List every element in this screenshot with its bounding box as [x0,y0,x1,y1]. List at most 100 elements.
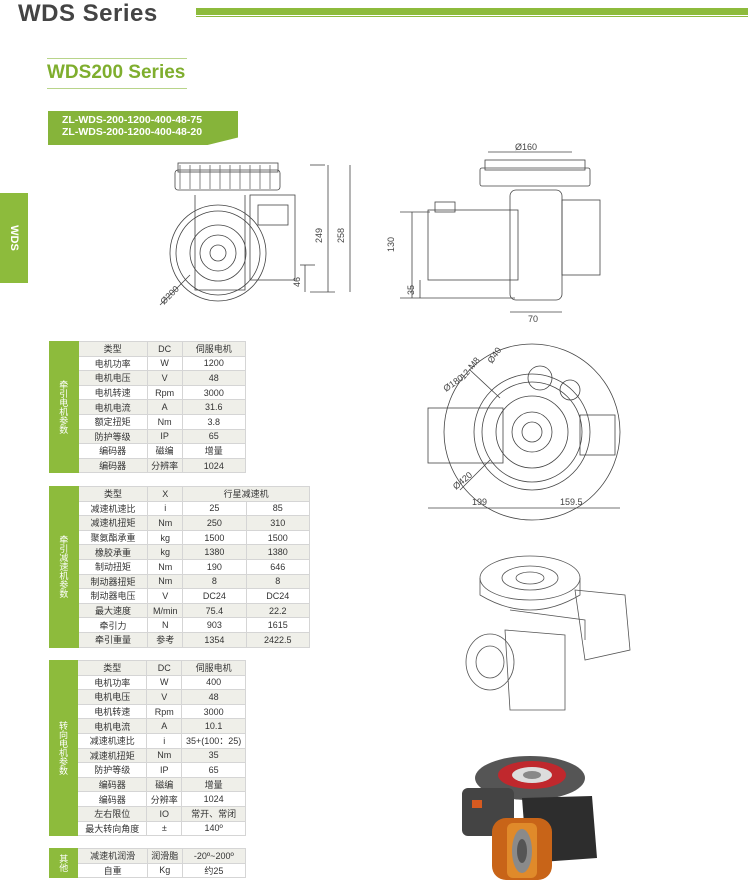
table-cell: M/min [147,602,184,619]
table-cell: 类型 [77,486,149,502]
table-cell: 65 [181,428,247,445]
table-cell: 10.1 [181,718,246,734]
table-cell: 1500 [245,529,311,546]
table-cell: 增量 [181,443,247,459]
table-cell: 防护等级 [77,428,148,445]
table-cell: 646 [245,558,311,575]
table-cell: 参考 [147,631,184,648]
table-cell: A [146,718,183,734]
table-cell: 65 [181,762,246,778]
table-cell: 润滑脂 [146,848,183,864]
table-cell: 自重 [77,862,148,879]
table-cell: DC [146,660,183,676]
title-accent-line [196,16,748,17]
dim-249: 249 [314,228,324,243]
table-cell: 最大速度 [77,602,149,619]
dim-70: 70 [528,314,538,324]
table-cell: 3000 [181,384,247,401]
table-cell: 1615 [245,617,311,633]
table-cell: i [147,500,184,517]
table-section-label: 牵引减速机参数 [49,486,79,648]
table-section-label: 转向电机参数 [48,659,79,837]
table-cell: Rpm [146,703,183,720]
table-cell: 1354 [182,631,247,648]
dim-199: 199 [472,497,487,507]
table-cell: 48 [181,370,247,386]
dim-d160: Ø160 [515,142,537,152]
table-cell: V [146,370,183,386]
table-cell: 减速机扭矩 [77,747,148,764]
table-cell: 牵引重量 [77,631,149,648]
isometric-drawing [465,555,631,711]
table-cell: Nm [146,747,183,764]
table-cell: 制动器扭矩 [77,573,149,590]
table-cell: 电机电流 [77,718,148,734]
table-cell: 磁编 [146,443,183,459]
model-title: WDS200 Series [47,62,186,83]
product-photo [462,756,597,880]
table-cell: 1500 [182,529,247,546]
model-code: ZL-WDS-200-1200-400-48-75 [62,114,203,126]
table-cell: 1380 [245,544,311,560]
table-cell: 编码器 [77,457,148,474]
table-cell: 3.8 [181,413,247,430]
table-cell: 31.6 [181,399,247,415]
table-cell: 聚氨酯承重 [77,529,149,546]
table-cell: 1200 [181,355,247,372]
table-cell: 常开、常闭 [181,805,246,822]
table-cell: 磁编 [146,776,183,793]
table-cell: 1024 [181,457,247,474]
table-cell: 防护等级 [77,762,148,778]
table-cell: 最大转向角度 [77,820,148,837]
table-section-label: 其他 [48,847,79,879]
table-cell: IO [146,805,183,822]
table-cell: 75.4 [182,602,247,619]
side-view-drawing: 249 258 46 Ø200 [158,162,351,306]
table-cell: 2422.5 [245,631,311,648]
table-cell: 35 [181,747,246,764]
table-cell: 电机功率 [77,674,148,691]
table-cell: 1380 [182,544,247,560]
table-cell: 电机电压 [77,689,148,705]
table-cell: 编码器 [77,443,148,459]
table-cell: 85 [245,500,311,517]
table-row: 最大转向角度±140º [50,820,246,837]
table-cell: W [146,355,183,372]
table-cell: N [147,617,184,633]
table-cell: 增量 [181,776,246,793]
table-cell: 25 [182,500,247,517]
table-cell: 编码器 [77,776,148,793]
table-cell: ± [146,820,183,837]
table-cell: Nm [147,573,184,590]
table-cell: Nm [147,515,184,531]
table-cell: DC24 [245,588,311,604]
table-cell: 140º [181,820,246,837]
table-cell: 约25 [181,862,247,879]
table-cell: 类型 [77,341,148,357]
table-cell: 行星减速机 [182,486,310,502]
table-cell: V [146,689,183,705]
table-cell: 48 [181,689,246,705]
